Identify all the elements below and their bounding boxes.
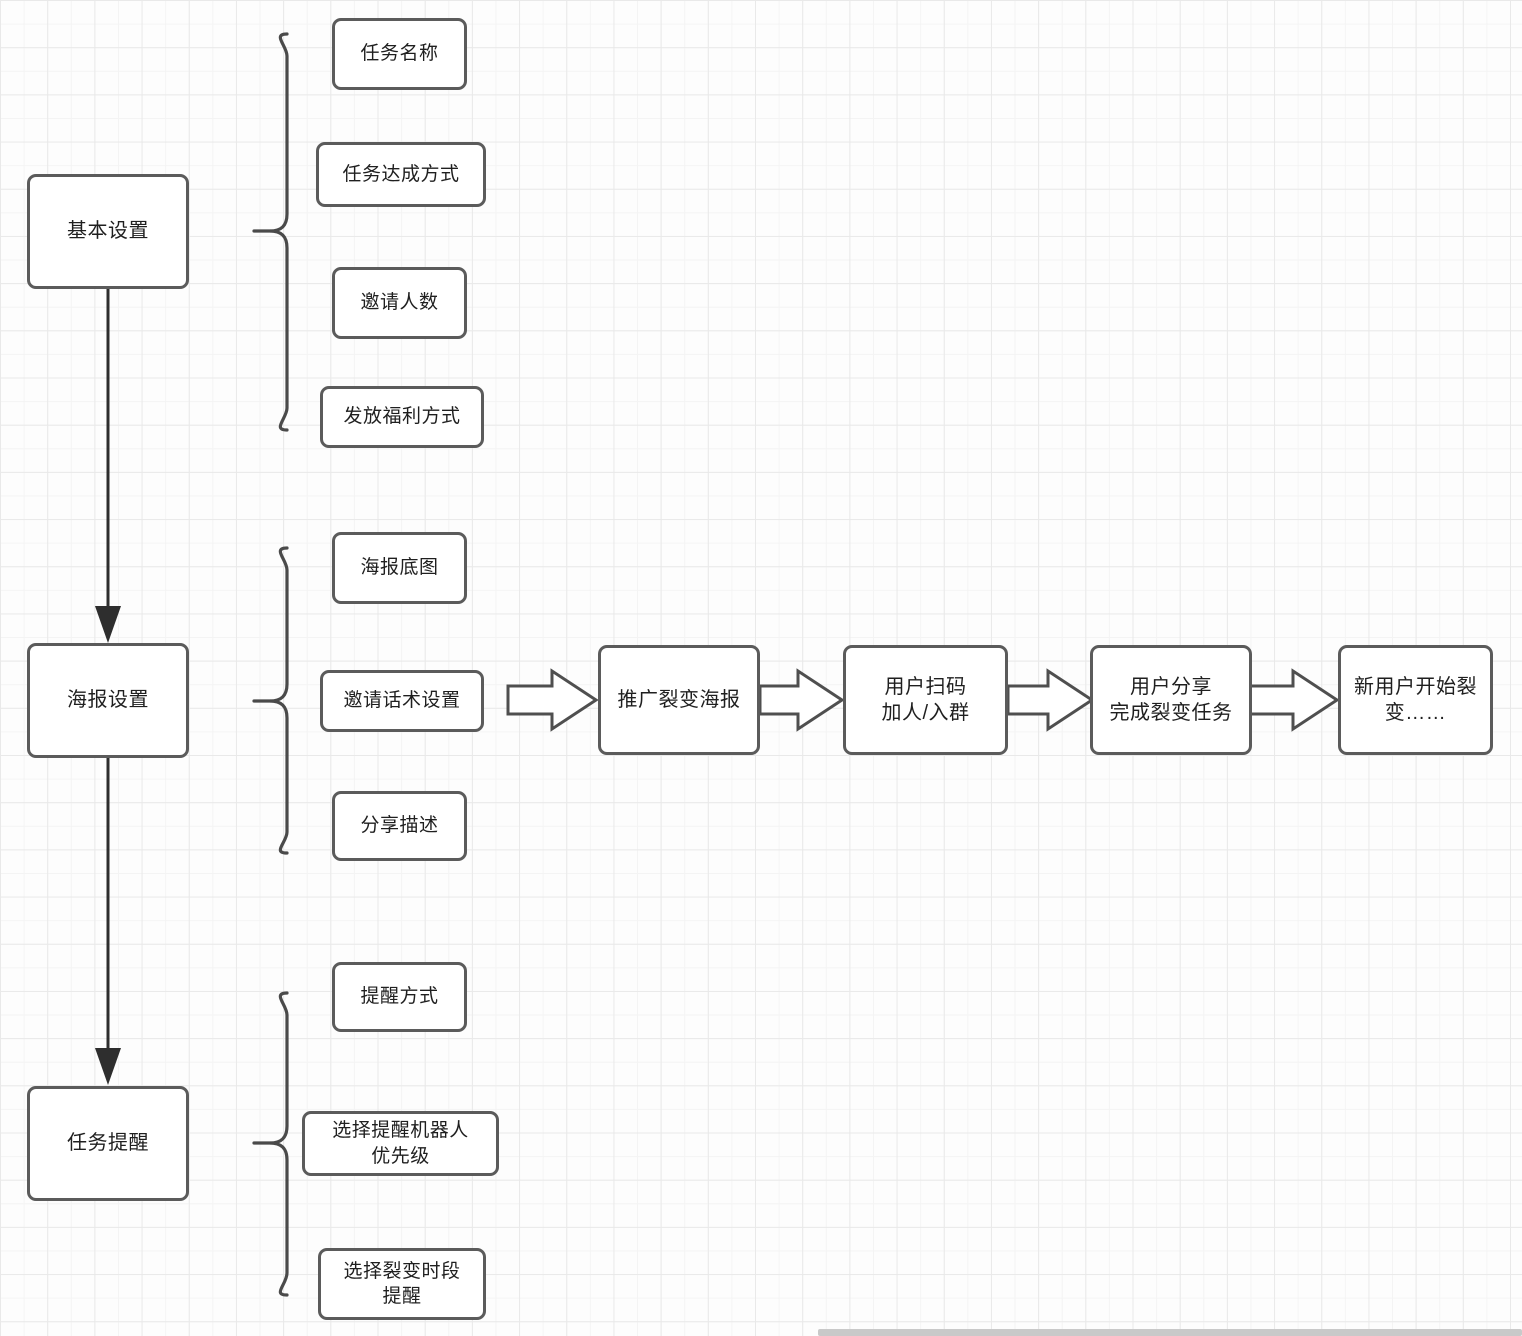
node-user-share[interactable]: 用户分享 完成裂变任务 bbox=[1090, 645, 1252, 755]
node-share-description[interactable]: 分享描述 bbox=[332, 791, 467, 861]
node-task-completion-method[interactable]: 任务达成方式 bbox=[316, 142, 486, 207]
block-arrow-1 bbox=[758, 668, 845, 732]
node-basic-settings[interactable]: 基本设置 bbox=[27, 174, 189, 289]
node-user-scan[interactable]: 用户扫码 加人/入群 bbox=[843, 645, 1008, 755]
node-label: 任务提醒 bbox=[67, 1132, 149, 1155]
node-label: 海报设置 bbox=[67, 689, 149, 712]
node-label: 任务达成方式 bbox=[342, 163, 460, 185]
brace-poster-settings bbox=[269, 546, 289, 855]
node-label: 海报底图 bbox=[360, 557, 439, 579]
node-label: 邀请话术设置 bbox=[343, 690, 461, 712]
node-invite-script-settings[interactable]: 邀请话术设置 bbox=[320, 670, 484, 732]
node-select-fission-time-reminder[interactable]: 选择裂变时段 提醒 bbox=[318, 1248, 486, 1320]
vertical-arrowhead-2 bbox=[95, 1048, 121, 1085]
node-label: 用户扫码 加人/入群 bbox=[881, 675, 970, 724]
node-task-name[interactable]: 任务名称 bbox=[332, 18, 467, 90]
node-task-reminder[interactable]: 任务提醒 bbox=[27, 1086, 189, 1201]
node-select-reminder-bot-priority[interactable]: 选择提醒机器人 优先级 bbox=[302, 1111, 499, 1176]
bottom-edge-bar bbox=[818, 1329, 1522, 1336]
node-label: 发放福利方式 bbox=[343, 406, 461, 428]
node-label: 基本设置 bbox=[67, 220, 149, 243]
node-promote-poster[interactable]: 推广裂变海报 bbox=[598, 645, 760, 755]
node-label: 邀请人数 bbox=[360, 292, 439, 314]
node-label: 新用户开始裂 变…… bbox=[1354, 675, 1477, 724]
node-poster-settings[interactable]: 海报设置 bbox=[27, 643, 189, 758]
block-arrow-0 bbox=[506, 668, 599, 732]
node-label: 选择裂变时段 提醒 bbox=[343, 1260, 461, 1307]
node-label: 提醒方式 bbox=[360, 986, 439, 1008]
block-arrow-2 bbox=[1006, 668, 1095, 732]
node-label: 分享描述 bbox=[360, 815, 439, 837]
vertical-arrowhead-1 bbox=[95, 606, 121, 643]
brace-basic-settings bbox=[269, 32, 289, 432]
block-arrow-3 bbox=[1248, 668, 1340, 732]
node-poster-background[interactable]: 海报底图 bbox=[332, 532, 467, 604]
node-label: 推广裂变海报 bbox=[617, 688, 741, 711]
node-invite-count[interactable]: 邀请人数 bbox=[332, 267, 467, 339]
node-new-user-fission[interactable]: 新用户开始裂 变…… bbox=[1338, 645, 1493, 755]
node-label: 任务名称 bbox=[360, 43, 439, 65]
node-reminder-method[interactable]: 提醒方式 bbox=[332, 962, 467, 1032]
node-label: 用户分享 完成裂变任务 bbox=[1109, 675, 1233, 724]
brace-task-reminder bbox=[269, 991, 289, 1297]
node-label: 选择提醒机器人 优先级 bbox=[332, 1120, 469, 1167]
node-benefit-delivery-method[interactable]: 发放福利方式 bbox=[320, 386, 484, 448]
